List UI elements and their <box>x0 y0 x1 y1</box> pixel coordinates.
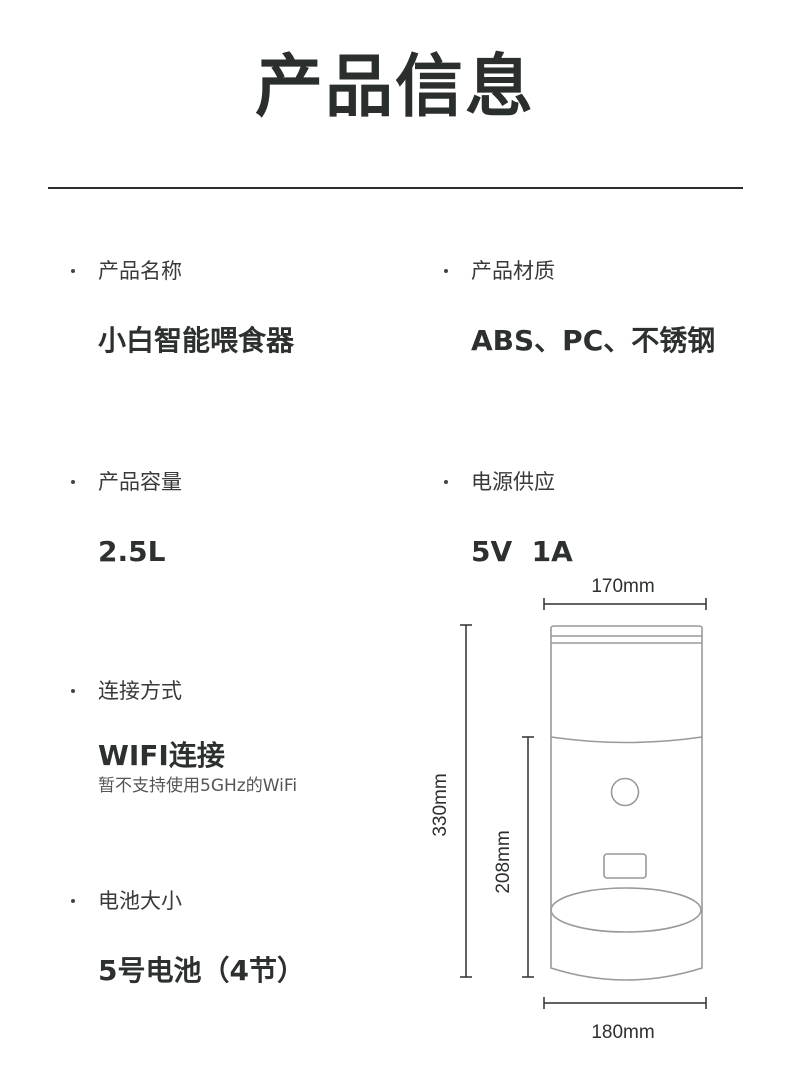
bullet-icon <box>71 689 75 693</box>
total-height-label: 330mm <box>430 773 451 836</box>
spec-material: 产品材质 ABS、PC、不锈钢 <box>444 258 715 358</box>
bullet-icon <box>444 269 448 273</box>
spec-label: 产品材质 <box>471 259 555 283</box>
spec-label: 连接方式 <box>98 679 182 703</box>
spec-label: 产品容量 <box>98 470 182 494</box>
spec-capacity: 产品容量 2.5L <box>71 469 182 569</box>
spec-note: 暂不支持使用5GHz的WiFi <box>98 776 298 796</box>
bottom-width-label: 180mm <box>591 1022 654 1043</box>
spec-value: 5号电池（4节） <box>98 954 305 987</box>
page-title: 产品信息 <box>254 48 535 127</box>
spec-value: 2.5L <box>98 535 166 568</box>
bullet-icon <box>71 480 75 484</box>
spec-power: 电源供应 5V 1A <box>444 469 573 569</box>
spec-battery: 电池大小 5号电池（4节） <box>71 888 305 988</box>
spec-value: 5V 1A <box>471 535 573 568</box>
spec-value: ABS、PC、不锈钢 <box>471 324 716 357</box>
spec-value: 小白智能喂食器 <box>98 324 295 357</box>
spec-label: 电源供应 <box>471 470 555 494</box>
spec-product-name: 产品名称 小白智能喂食器 <box>71 258 294 358</box>
display-panel-icon <box>603 853 647 879</box>
feeder-outline <box>550 625 703 981</box>
body-height-label: 208mm <box>493 830 514 893</box>
title-divider <box>48 187 743 189</box>
bullet-icon <box>71 269 75 273</box>
bullet-icon <box>444 480 448 484</box>
spec-value: WIFI连接 <box>98 739 225 772</box>
top-width-label: 170mm <box>591 576 654 597</box>
spec-label: 电池大小 <box>98 889 182 913</box>
spec-connection: 连接方式 WIFI连接 暂不支持使用5GHz的WiFi <box>71 678 297 797</box>
power-button-icon <box>610 777 640 807</box>
bullet-icon <box>71 899 75 903</box>
spec-label: 产品名称 <box>98 259 182 283</box>
